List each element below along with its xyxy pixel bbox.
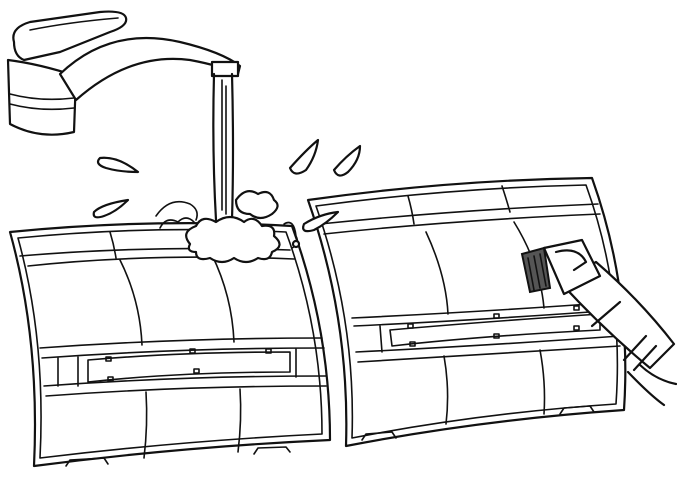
water-droplet-icon	[94, 200, 128, 217]
faucet-icon	[8, 12, 240, 135]
water-droplet-icon	[98, 158, 138, 172]
water-droplet-icon	[334, 146, 360, 176]
air-filter-right-icon	[308, 178, 625, 446]
water-droplet-icon	[290, 140, 318, 174]
water-stream-icon	[213, 74, 233, 220]
air-filter-left-icon	[10, 223, 330, 466]
